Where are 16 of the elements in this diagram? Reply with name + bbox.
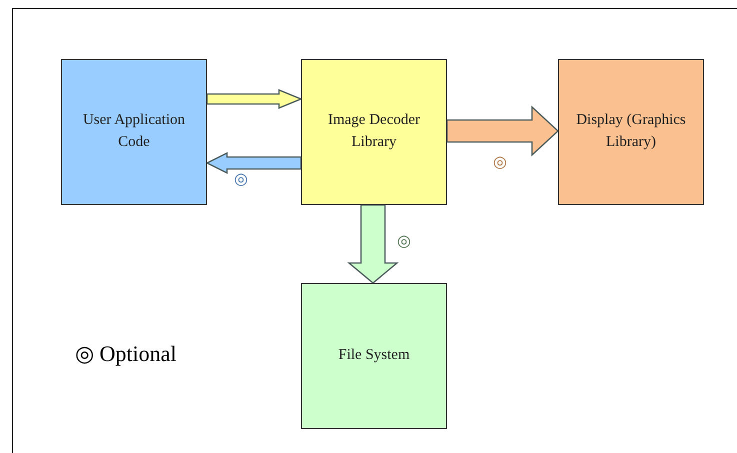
box-label: File System bbox=[337, 346, 411, 366]
block-arrow bbox=[446, 106, 559, 156]
legend-note: ◎ Optional bbox=[75, 341, 176, 367]
box-label: Display (Graphics Library) bbox=[575, 111, 687, 152]
block-arrow bbox=[206, 152, 302, 174]
block-arrow bbox=[206, 89, 303, 109]
box-label: User Application Code bbox=[82, 111, 186, 152]
edge-label: ◎ bbox=[493, 155, 507, 171]
block-arrow bbox=[347, 204, 399, 284]
box-label: Image Decoder Library bbox=[326, 111, 422, 152]
process-box bbox=[61, 59, 207, 205]
process-box bbox=[558, 59, 704, 205]
edge-label: ◎ bbox=[397, 234, 411, 250]
edge-label: ◎ bbox=[234, 172, 248, 188]
process-box bbox=[301, 283, 447, 429]
process-box bbox=[301, 59, 447, 205]
